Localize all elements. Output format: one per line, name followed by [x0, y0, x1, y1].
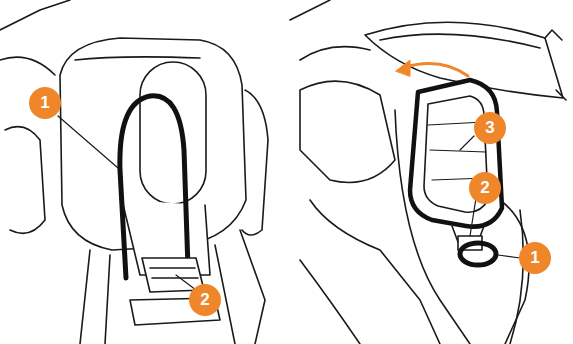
callout-number: 3 [474, 112, 506, 144]
callout-number: 2 [469, 172, 501, 204]
callout-number: 2 [189, 284, 221, 316]
callout-number: 1 [29, 87, 61, 119]
callout-number: 1 [519, 242, 551, 274]
